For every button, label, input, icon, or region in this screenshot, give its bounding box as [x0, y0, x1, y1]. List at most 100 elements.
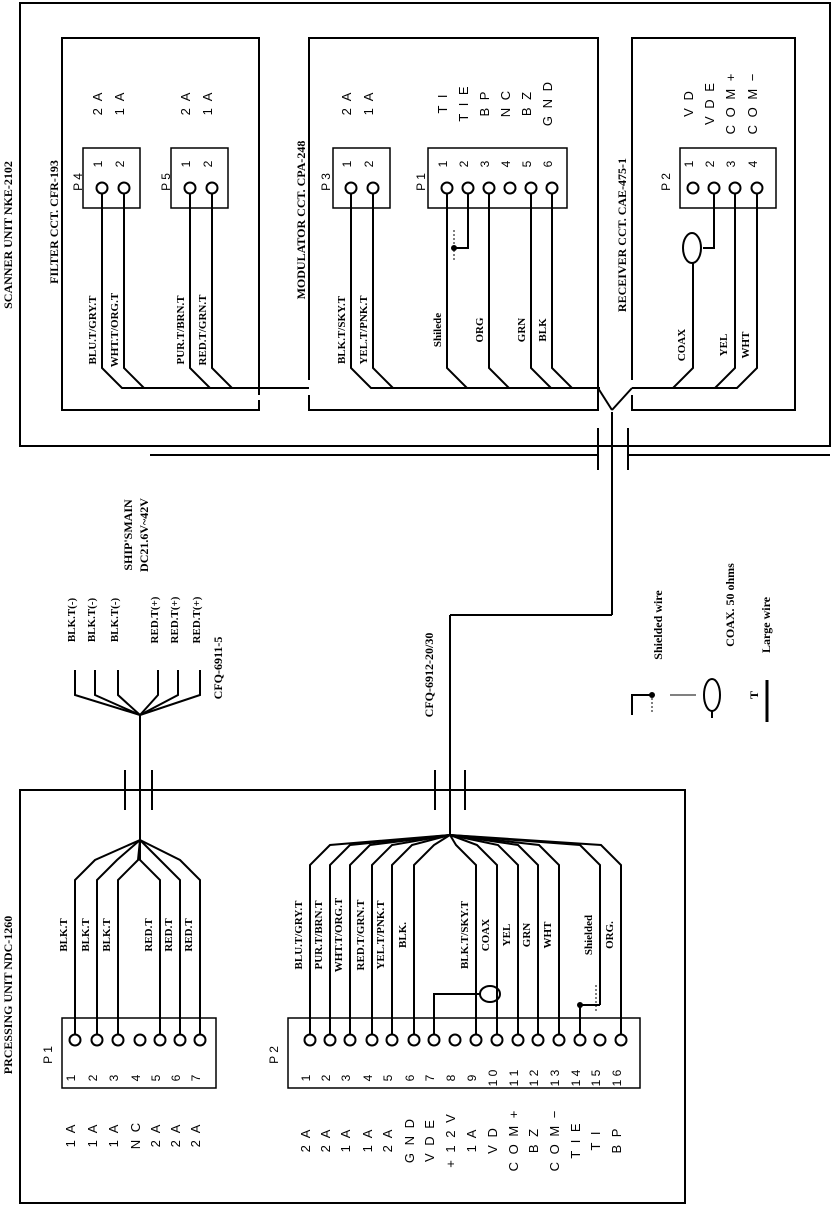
proc-p2-pin-number: 1 6 [610, 1069, 624, 1086]
proc-p2-wire-label: PUR.T/BRN.T [313, 900, 325, 970]
receiver-wire [632, 194, 758, 389]
proc-p1-wire-label: BLK.T [80, 918, 92, 952]
filter-p4-signal-name: 1 A [112, 91, 127, 116]
proc-shield-dot [577, 1002, 583, 1008]
modulator-wire-label: BLK.T/SKY.T [336, 295, 348, 364]
proc-p1-pin-number: 1 [64, 1074, 78, 1081]
coax-label: COAX. 50 ohms [723, 563, 737, 647]
power-wire-label: BLK.T(-) [66, 598, 78, 643]
modulator-p1-terminal [503, 181, 517, 195]
proc-p2-terminal [552, 1033, 566, 1047]
modulator-title: MODULATOR CCT. CPA-248 [294, 141, 308, 300]
modulator-wire [530, 194, 600, 389]
proc-p2-wire-label: BLK. [397, 922, 409, 948]
proc-p2-signal-name: T I E [568, 1121, 583, 1158]
proc-p2-wire-label: Shielded [583, 915, 595, 955]
proc-p1-terminal [133, 1033, 147, 1047]
proc-p2-wire [349, 834, 451, 1034]
proc-p1-pin-number: 3 [107, 1074, 121, 1081]
modulator-p3-signal-name: 2 A [339, 91, 354, 116]
proc-p1-pin-number: 4 [129, 1074, 143, 1081]
modulator-wire-label: YEL.T/PNK.T [358, 295, 370, 365]
large-wire-symbol: T [747, 691, 761, 699]
modulator-wire [350, 194, 600, 389]
receiver-p2-terminal [686, 181, 700, 195]
modulator-p1-terminal [482, 181, 496, 195]
power-wire-label: BLK.T(-) [86, 598, 98, 643]
receiver-wire-label: WHT [740, 331, 752, 359]
proc-p2-terminal [614, 1033, 628, 1047]
modulator-p1-signal-name: T I [435, 93, 450, 114]
proc-p2-label: P 2 [267, 1046, 281, 1064]
proc-p1-signal-name: N C [128, 1121, 143, 1149]
modulator-wire-label: GRN [516, 318, 528, 343]
proc-p2-wire-label: WHT.T/ORG.T [333, 897, 345, 972]
proc-p2-pin-number: 9 [465, 1074, 479, 1081]
proc-p1-signal-name: 2 A [188, 1123, 203, 1148]
rcv-p2-label: P 2 [659, 173, 673, 191]
modulator-wire [488, 194, 600, 389]
proc-p2-wire-label: RED.T/GRN.T [355, 899, 367, 971]
modulator-wire [551, 194, 600, 389]
modulator-wire [446, 194, 600, 389]
modulator-p3-signal-name: 1 A [361, 91, 376, 116]
proc-p2-pin-number: 1 0 [486, 1069, 500, 1086]
receiver-title: RECEIVER CCT. CAE-475-1 [615, 158, 629, 312]
proc-p2-signal-name: 1 A [360, 1128, 375, 1153]
filter-p4-pin-number: 2 [113, 160, 127, 167]
proc-p2-wire-label: COAX [480, 919, 492, 951]
proc-p2-terminal [469, 1033, 483, 1047]
proc-p1-wire [139, 839, 201, 1034]
power-wire-label: BLK.T(-) [109, 598, 121, 643]
proc-p1-wire [74, 839, 141, 1034]
proc-p2-wire [391, 834, 451, 1034]
proc-p2-terminal [303, 1033, 317, 1047]
proc-p2-terminal [385, 1033, 399, 1047]
proc-p1-wire [139, 840, 161, 1034]
large-wire-label: Large wire [759, 596, 773, 653]
proc-p1-connector [61, 1017, 217, 1089]
proc-p2-wire-label: WHT [542, 921, 554, 949]
modulator-p1-pin-number: 5 [520, 160, 534, 167]
receiver-p2-signal-name: V D [681, 89, 696, 117]
proc-p2-pin-number: 4 [361, 1074, 375, 1081]
receiver-p2-pin-number: 4 [746, 160, 760, 167]
power-wire [139, 670, 179, 716]
modulator-p1-terminal [461, 181, 475, 195]
proc-p2-wire [449, 834, 477, 1034]
proc-coax-tie [433, 993, 480, 1034]
p3-label: P 3 [319, 173, 333, 191]
modulator-wire [372, 194, 600, 389]
power-wire [139, 670, 201, 716]
proc-p1-terminal [90, 1033, 104, 1047]
modulator-p3-pin-number: 2 [362, 160, 376, 167]
proc-p2-pin-number: 1 1 [507, 1069, 521, 1086]
proc-p2-pin-number: 1 2 [527, 1069, 541, 1086]
modulator-p3-pin-number: 1 [340, 160, 354, 167]
proc-p2-terminal [407, 1033, 421, 1047]
proc-p1-terminal [173, 1033, 187, 1047]
power-wiring: BLK.T(-)BLK.T(-)BLK.T(-)RED.T(+)RED.T(+)… [66, 596, 203, 716]
proc-p2-wire [371, 834, 451, 1034]
modulator-p1-signal-name: G N D [540, 80, 555, 126]
receiver-wire-label: YEL [718, 334, 730, 357]
receiver-p2-signal-name: C O M + [723, 72, 738, 135]
proc-p1-wire [96, 839, 141, 1034]
modulator-p3-terminal [366, 181, 380, 195]
filter-p4-terminal [95, 181, 109, 195]
proc-p2-signal-name: 2 A [318, 1128, 333, 1153]
mod-p1-label: P 1 [414, 173, 428, 191]
scanner-unit-title: SCANNER UNIT NKE-2102 [1, 161, 15, 309]
proc-p2-pin-number: 8 [444, 1074, 458, 1081]
receiver-p2-signal-name: C O M − [745, 72, 760, 135]
modulator-p1-pin-number: 6 [541, 160, 555, 167]
receiver-p2-terminal [728, 181, 742, 195]
modulator-p1-signal-name: N C [498, 89, 513, 117]
proc-p2-signal-name: G N D [402, 1117, 417, 1163]
coax-symbol [703, 678, 721, 712]
proc-p2-wire [449, 834, 560, 1034]
proc-p2-terminal [323, 1033, 337, 1047]
proc-p2-terminal [511, 1033, 525, 1047]
modulator-p1-signal-name: B Z [519, 90, 534, 116]
